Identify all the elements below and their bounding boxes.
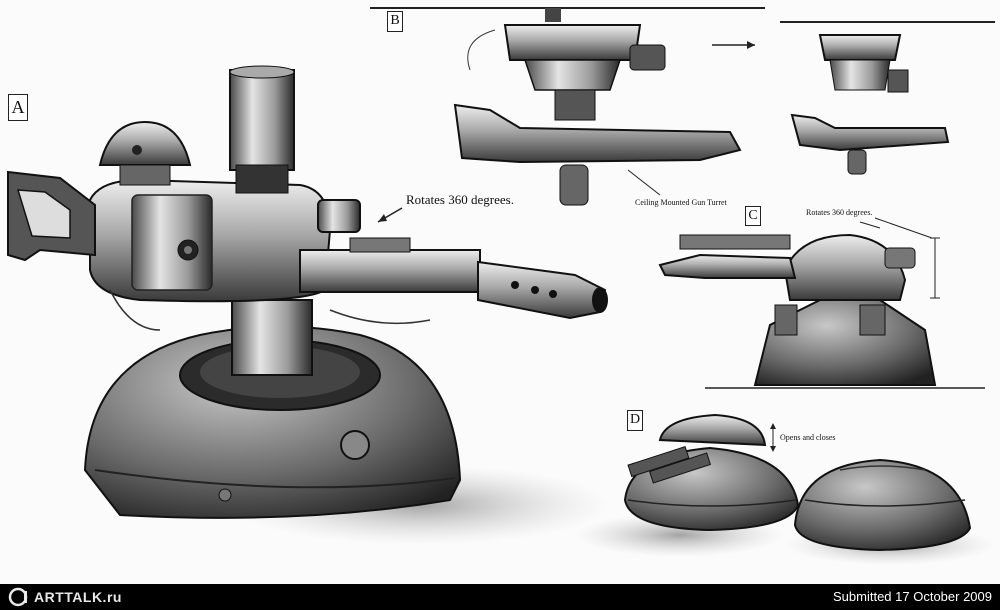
site-logo[interactable]: ARTTALK.ru xyxy=(8,587,122,607)
submitted-date: Submitted 17 October 2009 xyxy=(833,589,992,604)
label-d: D xyxy=(627,410,643,431)
label-a: A xyxy=(8,94,28,121)
turret-illustration xyxy=(7,7,995,565)
turret-b-small xyxy=(780,21,995,175)
turret-a xyxy=(7,65,610,545)
turret-d-closed xyxy=(785,458,995,565)
turret-a-barrel xyxy=(299,249,481,293)
annotation-rotates-a: Rotates 360 degrees. xyxy=(406,192,514,207)
turret-concept-sheet: A B C D Rotates 360 degrees. Ceiling Mou… xyxy=(7,7,995,565)
arttalk-logo-icon xyxy=(8,587,28,607)
label-b: B xyxy=(387,11,403,32)
annotation-opens-d: Opens and closes xyxy=(780,433,836,442)
turret-d-open xyxy=(575,413,800,557)
turret-c xyxy=(658,233,985,389)
turret-b xyxy=(370,7,765,206)
annotation-rotates-c: Rotates 360 degrees. xyxy=(806,208,873,217)
annotation-ceiling-b: Ceiling Mounted Gun Turret xyxy=(635,198,727,207)
logo-text: ARTTALK.ru xyxy=(34,589,122,605)
label-c: C xyxy=(745,206,761,226)
footer-bar: ARTTALK.ru Submitted 17 October 2009 xyxy=(0,584,1000,610)
